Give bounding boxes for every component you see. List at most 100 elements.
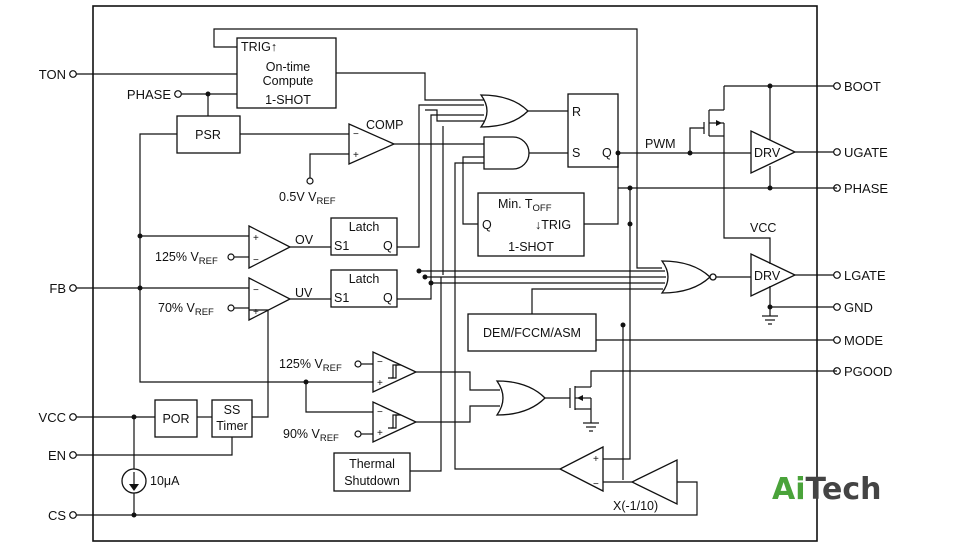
pin-ugate: UGATE bbox=[833, 145, 888, 160]
svg-text:+: + bbox=[377, 378, 383, 389]
ov-latch-s1: S1 bbox=[334, 239, 349, 253]
ref-ov: 125% VREF bbox=[155, 250, 235, 267]
pgood-mosfet bbox=[545, 370, 837, 432]
psr-label: PSR bbox=[195, 128, 221, 142]
sr-latch: R S Q bbox=[567, 93, 619, 168]
pin-en: EN bbox=[48, 448, 77, 463]
pin-ton-label: TON bbox=[39, 67, 66, 82]
wiring bbox=[76, 28, 837, 516]
ov-latch: Latch S1 Q bbox=[330, 217, 398, 256]
thermal-label-1: Thermal bbox=[349, 457, 395, 471]
pin-mode: MODE bbox=[833, 333, 883, 348]
or-gate-pgood bbox=[495, 380, 546, 416]
svg-text:+: + bbox=[593, 454, 599, 465]
pin-phase-in-label: PHASE bbox=[127, 87, 171, 102]
or-gate-reset bbox=[479, 94, 529, 128]
ontime-label-2: Compute bbox=[263, 74, 314, 88]
ontime-compute-block: TRIG↑ On-time Compute 1-SHOT bbox=[236, 37, 337, 109]
drv-low: DRV bbox=[750, 252, 797, 298]
pin-lgate: LGATE bbox=[833, 268, 886, 283]
uv-latch: Latch S1 Q bbox=[330, 269, 398, 308]
uv-latch-label: Latch bbox=[349, 272, 380, 286]
pin-fb-label: FB bbox=[49, 281, 66, 296]
drv-high-label: DRV bbox=[754, 146, 781, 160]
svg-text:+: + bbox=[253, 307, 259, 318]
current-source: 10μA bbox=[121, 468, 180, 494]
drv-high: DRV bbox=[750, 129, 797, 175]
pin-lgate-label: LGATE bbox=[844, 268, 886, 283]
pwm-label: PWM bbox=[645, 137, 676, 151]
ontime-label-1: On-time bbox=[266, 60, 311, 74]
sr-s-label: S bbox=[572, 146, 580, 160]
svg-text:+: + bbox=[253, 233, 259, 244]
drv-low-label: DRV bbox=[754, 269, 781, 283]
gain-label: X(-1/10) bbox=[613, 499, 658, 513]
pin-pgood-label: PGOOD bbox=[844, 364, 892, 379]
pg-low-comparator: − + bbox=[372, 400, 418, 444]
mintoff-oneshot: 1-SHOT bbox=[508, 240, 554, 254]
ss-label-1: SS bbox=[224, 403, 241, 417]
pin-phase-in: PHASE bbox=[127, 87, 182, 102]
uv-label: UV bbox=[295, 286, 313, 300]
ref-comp: 0.5V VREF bbox=[279, 177, 336, 207]
dem-label: DEM/FCCM/ASM bbox=[483, 326, 581, 340]
ov-latch-label: Latch bbox=[349, 220, 380, 234]
ov-comparator: + − OV bbox=[248, 224, 314, 270]
pin-boot-label: BOOT bbox=[844, 79, 881, 94]
svg-text:−: − bbox=[377, 407, 383, 418]
comp-comparator: − + COMP bbox=[348, 118, 404, 166]
ref-pg-high: 125% VREF bbox=[279, 357, 362, 374]
sr-q-label: Q bbox=[602, 146, 612, 160]
ref-pg-low-label: 90% VREF bbox=[283, 427, 339, 444]
and-gate-set bbox=[483, 136, 530, 170]
or-gate-lowside bbox=[660, 260, 717, 294]
psr-block: PSR bbox=[176, 115, 241, 154]
mintoff-label: Min. TOFF bbox=[498, 197, 552, 214]
por-block: POR bbox=[154, 399, 198, 438]
pg-high-comparator: − + bbox=[372, 350, 418, 394]
mintoff-q: Q bbox=[482, 218, 492, 232]
drv-vcc-label: VCC bbox=[750, 221, 776, 235]
thermal-label-2: Shutdown bbox=[344, 474, 400, 488]
chip-outline bbox=[92, 5, 818, 542]
svg-text:−: − bbox=[593, 479, 599, 490]
junction-dots bbox=[131, 83, 773, 518]
pin-pgood: PGOOD bbox=[833, 364, 892, 379]
thermal-shutdown-block: Thermal Shutdown bbox=[333, 452, 411, 492]
min-toff-oneshot: Min. TOFF Q ↓TRIG 1-SHOT bbox=[477, 192, 585, 257]
sr-r-label: R bbox=[572, 105, 581, 119]
pin-cs-label: CS bbox=[48, 508, 66, 523]
pin-gnd: GND bbox=[833, 300, 873, 315]
ref-pg-high-label: 125% VREF bbox=[279, 357, 342, 374]
pin-vcc-label: VCC bbox=[39, 410, 66, 425]
comp-label: COMP bbox=[366, 118, 404, 132]
pin-mode-label: MODE bbox=[844, 333, 883, 348]
svg-text:+: + bbox=[353, 150, 359, 161]
pin-phase-out: PHASE bbox=[833, 181, 888, 196]
ss-timer-block: SS Timer bbox=[211, 399, 253, 438]
pin-fb: FB bbox=[49, 281, 77, 296]
svg-text:−: − bbox=[353, 129, 359, 140]
pin-cs: CS bbox=[48, 508, 77, 523]
pin-ton: TON bbox=[39, 67, 77, 82]
ontime-label-3: 1-SHOT bbox=[265, 93, 311, 107]
mintoff-trig: ↓TRIG bbox=[535, 218, 571, 232]
svg-text:−: − bbox=[377, 357, 383, 368]
uv-latch-q: Q bbox=[383, 291, 393, 305]
ref-uv: 70% VREF bbox=[158, 301, 235, 318]
pin-ugate-label: UGATE bbox=[844, 145, 888, 160]
ontime-trig-label: TRIG↑ bbox=[241, 40, 277, 54]
ov-label: OV bbox=[295, 233, 314, 247]
ref-ov-label: 125% VREF bbox=[155, 250, 218, 267]
pin-en-label: EN bbox=[48, 448, 66, 463]
current-source-label: 10μA bbox=[150, 474, 180, 488]
aitech-logo: AiTech bbox=[772, 472, 881, 507]
ss-label-2: Timer bbox=[216, 419, 247, 433]
svg-text:+: + bbox=[377, 428, 383, 439]
pin-phase-out-label: PHASE bbox=[844, 181, 888, 196]
ov-latch-q: Q bbox=[383, 239, 393, 253]
uv-latch-s1: S1 bbox=[334, 291, 349, 305]
cs-comparator: + − bbox=[558, 445, 604, 493]
svg-text:−: − bbox=[253, 255, 259, 266]
